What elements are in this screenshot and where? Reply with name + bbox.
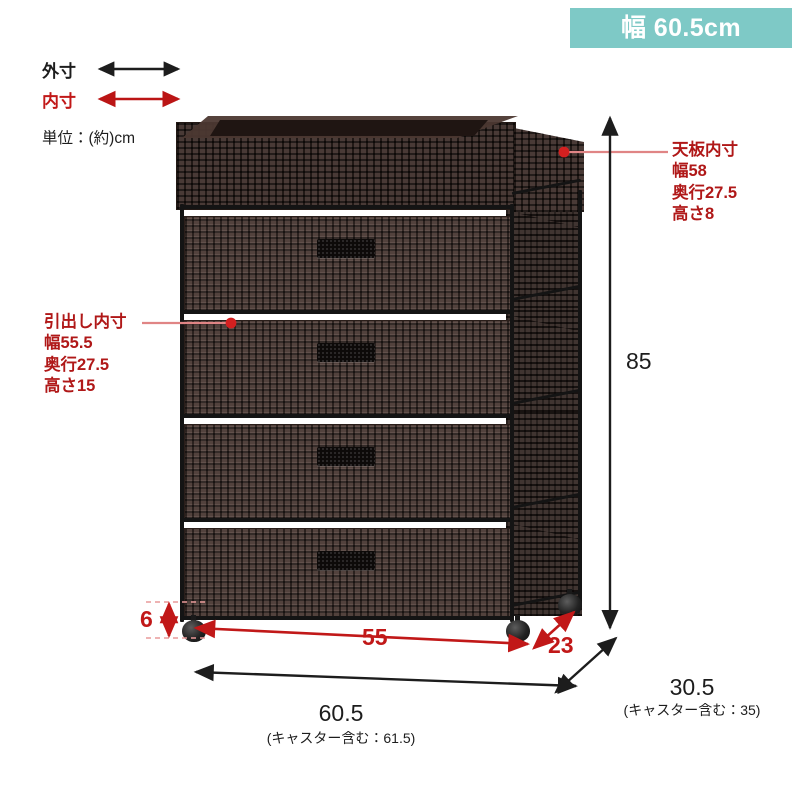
unit-note: 単位：(約)cm (42, 130, 135, 147)
drawer-1-handle[interactable] (317, 239, 375, 258)
caster-front-left-stem (191, 615, 196, 622)
legend-inner-arrow-icon (97, 90, 181, 108)
top-panel-annotation-depth: 奥行27.5 (672, 183, 738, 202)
drawer-annotation-depth: 奥行27.5 (44, 355, 110, 374)
depth-dimension-label: 30.5 (669, 674, 715, 700)
drawer-3 (184, 424, 514, 520)
frame-post-front-right (510, 204, 514, 622)
width-badge-label: 幅 60.5cm (621, 13, 741, 42)
drawer-3-side (512, 420, 582, 516)
drawer-annotation-width: 幅55.5 (44, 334, 93, 353)
product-illustration (176, 108, 586, 642)
height-dimension-label: 85 (626, 348, 652, 374)
drawer-annotation: 引出し内寸 幅55.5 奥行27.5 高さ15 (44, 312, 127, 398)
caster-rear-right-wheel (558, 594, 582, 616)
depth-dimension-note: (キャスター含む：35) (623, 702, 761, 718)
caster-rear-right-stem (567, 589, 572, 596)
caster-height-label: 6 (140, 606, 153, 632)
caster-width-label: 55 (362, 624, 388, 650)
frame-post-front-left (180, 204, 184, 622)
width-dimension-note: (キャスター含む：61.5) (266, 730, 416, 746)
top-panel-annotation-height: 高さ8 (672, 205, 715, 224)
top-panel-annotation-title: 天板内寸 (672, 141, 738, 159)
top-panel-annotation-width: 幅58 (672, 162, 707, 181)
frame-rail-1 (180, 310, 514, 314)
legend-outer-row: 外寸 (42, 58, 184, 81)
width-dimension-arrow (193, 664, 578, 694)
legend-inner-label: 内寸 (42, 91, 76, 111)
drawer-3-handle[interactable] (317, 447, 375, 466)
drawer-annotation-height: 高さ15 (44, 377, 96, 396)
drawer-2-handle[interactable] (317, 343, 375, 362)
drawer-2 (184, 320, 514, 416)
frame-post-rear-right (578, 190, 582, 608)
frame-rail-2 (180, 414, 514, 418)
drawer-annotation-title: 引出し内寸 (44, 313, 127, 331)
top-panel-annotation: 天板内寸 幅58 奥行27.5 高さ8 (672, 140, 738, 226)
drawer-4-handle[interactable] (317, 551, 375, 570)
caster-front-right-wheel (506, 620, 530, 642)
drawer-4 (184, 528, 514, 620)
frame-rail-top (180, 205, 514, 209)
width-badge: 幅 60.5cm (570, 8, 792, 48)
legend-inner-row: 内寸 (42, 88, 184, 111)
drawer-1 (184, 216, 514, 312)
width-dimension-label: 60.5 (318, 700, 364, 726)
legend-outer-arrow-icon (97, 61, 181, 77)
caster-depth-label: 23 (548, 632, 574, 658)
legend-outer-label: 外寸 (42, 61, 76, 81)
frame-rail-3 (180, 518, 514, 522)
frame-rail-bottom (180, 616, 514, 620)
caster-front-left-wheel (182, 620, 206, 642)
top-tray-interior (210, 120, 488, 136)
top-tray-side (514, 128, 584, 212)
caster-front-right-stem (515, 615, 520, 622)
